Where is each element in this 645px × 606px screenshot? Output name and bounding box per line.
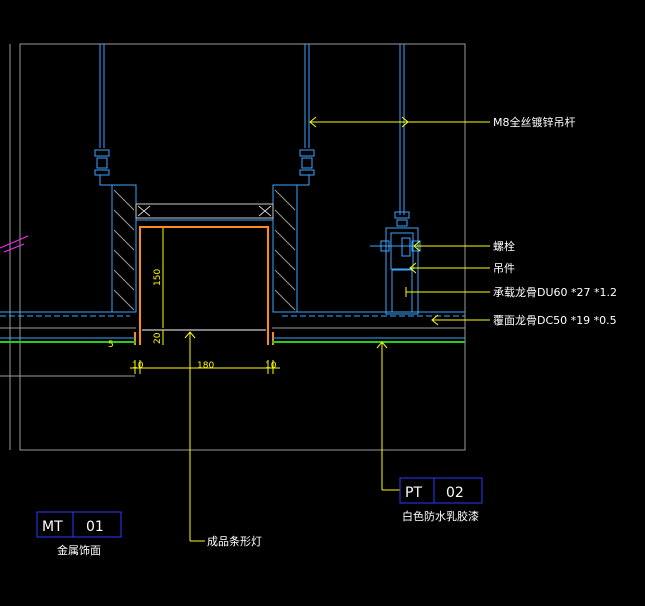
dim-height-20: 20 bbox=[153, 332, 163, 344]
leader-lines bbox=[184, 116, 490, 542]
label-hanger: 吊件 bbox=[493, 262, 515, 275]
dimension-lines bbox=[0, 228, 280, 377]
label-cover-keel: 覆面龙骨DC50 *19 *0.5 bbox=[493, 314, 617, 327]
drawing-frame bbox=[19, 43, 466, 451]
top-hatch-box bbox=[135, 203, 274, 221]
magenta-fragment bbox=[0, 235, 29, 253]
right-hanger-assembly bbox=[370, 227, 421, 315]
hanger-rods bbox=[99, 44, 405, 215]
tag-mt: MT 01 金属饰面 bbox=[36, 511, 122, 557]
dim-height-150: 150 bbox=[153, 269, 163, 286]
dim-width-left: 10 bbox=[132, 361, 144, 371]
label-hanger-rod: M8全丝镀锌吊杆 bbox=[493, 115, 576, 129]
tag-pt: PT 02 白色防水乳胶漆 bbox=[399, 477, 483, 523]
label-main-keel: 承载龙骨DU60 *27 *1.2 bbox=[493, 286, 617, 299]
label-bolt: 螺栓 bbox=[493, 239, 515, 253]
left-wall-box bbox=[99, 175, 137, 313]
dim-small-left: 5 bbox=[108, 340, 114, 350]
right-wall-box bbox=[272, 175, 310, 313]
tag-mt-caption: 金属饰面 bbox=[57, 543, 101, 557]
hanger-nuts bbox=[94, 149, 410, 227]
label-lamp: 成品条形灯 bbox=[207, 534, 262, 548]
tag-mt-code: MT bbox=[42, 519, 63, 535]
ceiling-layers bbox=[0, 311, 465, 343]
tag-mt-num: 01 bbox=[86, 519, 104, 535]
tag-pt-caption: 白色防水乳胶漆 bbox=[402, 509, 479, 523]
tag-pt-num: 02 bbox=[446, 485, 464, 501]
dim-width-right: 10 bbox=[265, 361, 277, 371]
tag-pt-code: PT bbox=[405, 485, 422, 501]
dim-width-mid: 180 bbox=[197, 361, 214, 371]
